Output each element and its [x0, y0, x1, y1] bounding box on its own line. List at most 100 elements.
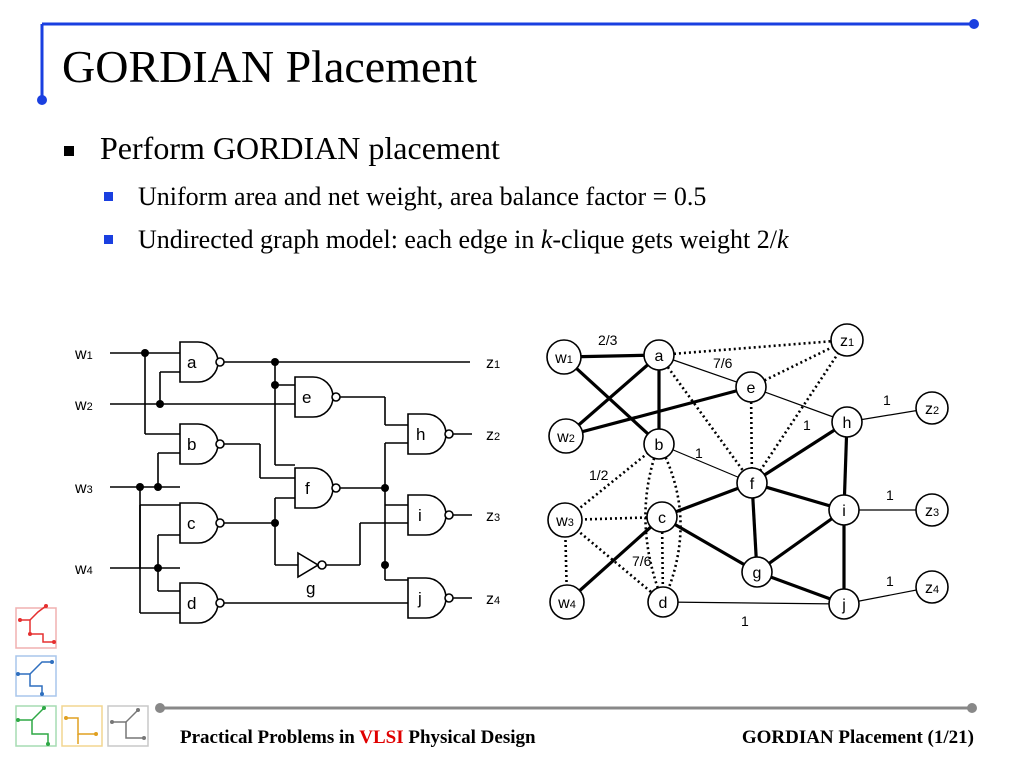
gate-label-i: i: [418, 506, 422, 525]
node-w2: [548, 418, 584, 454]
input-w1: w1: [74, 346, 93, 363]
footer-text-b: Physical Design: [403, 727, 536, 748]
corner-logo: [15, 604, 149, 747]
sub-bullet-square-2: [104, 235, 113, 244]
footer-text-a: Practical Problems in: [180, 727, 360, 748]
gate-e: [294, 376, 334, 418]
sub-bullet-square-1: [104, 192, 113, 201]
edge-label-w3-b: 1/2: [589, 467, 609, 483]
left-rule-dot-bottom: [37, 95, 47, 105]
footer-course-title: Practical Problems in VLSI Physical Desi…: [180, 727, 536, 749]
node-d: [647, 586, 679, 618]
gate-label-b: b: [187, 435, 196, 454]
node-z4: [915, 570, 949, 604]
edge-label-c-d: 7/6: [632, 553, 652, 569]
node-w3: [547, 502, 583, 538]
sub-bullet-2-text-b: -clique gets weight 2/: [552, 225, 777, 254]
junction-dots: [136, 349, 389, 572]
gate-label-d: d: [187, 594, 196, 613]
gate-d: [179, 582, 219, 624]
edge-label-e-h: 1: [803, 417, 811, 433]
input-w4: w4: [74, 561, 93, 578]
node-i: [828, 494, 860, 526]
sub-bullet-1-text: Uniform area and net weight, area balanc…: [138, 182, 707, 211]
node-label-e: e: [747, 380, 756, 397]
node-j: [828, 588, 860, 620]
node-label-w1: w1: [554, 350, 573, 367]
output-z3: z3: [486, 508, 500, 525]
input-w2: w2: [74, 397, 93, 414]
sub-bullet-2-k2: k: [776, 225, 789, 254]
node-label-z3: z3: [925, 503, 939, 520]
node-label-z1: z1: [840, 333, 854, 350]
node-g: [741, 556, 773, 588]
edge-label-j-z4: 1: [886, 573, 894, 589]
node-label-b: b: [655, 437, 664, 454]
output-z1: z1: [486, 355, 500, 372]
node-c: [646, 501, 678, 533]
gate-i: [407, 494, 447, 536]
edge-label-h-z2: 1: [883, 392, 891, 408]
gate-label-e: e: [302, 388, 311, 407]
gate-b: [179, 423, 219, 465]
input-w3: w3: [74, 480, 93, 497]
node-z2: [915, 391, 949, 425]
node-z1: [830, 323, 864, 357]
node-a: [643, 339, 675, 371]
node-label-g: g: [753, 565, 762, 582]
edge-label-i-z3: 1: [886, 487, 894, 503]
node-label-f: f: [750, 476, 755, 493]
gate-f: [294, 467, 334, 509]
node-label-d: d: [659, 595, 668, 612]
node-z3: [915, 493, 949, 527]
gate-c: [179, 502, 219, 544]
top-rule-dot-right: [969, 19, 979, 29]
sub-bullet-2-k: k: [540, 225, 553, 254]
node-label-w3: w3: [555, 513, 574, 530]
footer-rule-dot-left: [155, 703, 165, 713]
node-label-z4: z4: [925, 580, 939, 597]
sub-bullet-1: Uniform area and net weight, area balanc…: [138, 182, 706, 212]
gate-label-c: c: [187, 514, 196, 533]
edge-label-b-f: 1: [695, 445, 703, 461]
output-z4: z4: [486, 591, 500, 608]
sub-bullet-2-text-a: Undirected graph model: each edge in: [138, 225, 541, 254]
node-label-h: h: [843, 415, 852, 432]
sub-bullet-2: Undirected graph model: each edge in k-c…: [138, 225, 789, 255]
bullet-text: Perform GORDIAN placement: [100, 130, 500, 166]
node-w4: [549, 584, 585, 620]
node-label-j: j: [841, 597, 846, 614]
edge-label-w1-a: 2/3: [598, 332, 618, 348]
node-label-c: c: [658, 510, 666, 527]
node-h: [831, 406, 863, 438]
gate-label-h: h: [416, 425, 425, 444]
gate-j: [407, 577, 447, 619]
footer-slide-number: GORDIAN Placement (1/21): [741, 727, 974, 748]
output-z2: z2: [486, 427, 500, 444]
footer-vlsi: VLSI: [359, 727, 404, 748]
page-title: GORDIAN Placement: [62, 41, 478, 92]
edge-label-a-e: 7/6: [713, 355, 733, 371]
gate-g: [297, 551, 320, 579]
node-label-w2: w2: [556, 429, 575, 446]
node-w1: [546, 339, 582, 375]
node-b: [643, 428, 675, 460]
node-label-i: i: [842, 503, 846, 520]
gate-label-a: a: [187, 353, 197, 372]
edge-label-d-j: 1: [741, 613, 749, 629]
bullet-square: [64, 146, 74, 156]
gate-label-g: g: [306, 579, 315, 598]
node-label-w4: w4: [557, 595, 576, 612]
gate-label-j: j: [417, 589, 422, 608]
circuit-diagram: a b c d e f g h i j w1 w2 w3 w4 z1 z2 z3…: [74, 341, 500, 624]
node-label-z2: z2: [925, 401, 939, 418]
gate-label-f: f: [305, 479, 310, 498]
footer-rule-dot-right: [967, 703, 977, 713]
node-label-a: a: [655, 348, 664, 365]
gate-a: [179, 341, 219, 383]
node-e: [735, 371, 767, 403]
gate-h: [407, 413, 447, 455]
graph-diagram: w1 w2 w3 w4 a b c d e f g h i j z1 z2 z3…: [546, 323, 949, 629]
node-f: [736, 467, 768, 499]
